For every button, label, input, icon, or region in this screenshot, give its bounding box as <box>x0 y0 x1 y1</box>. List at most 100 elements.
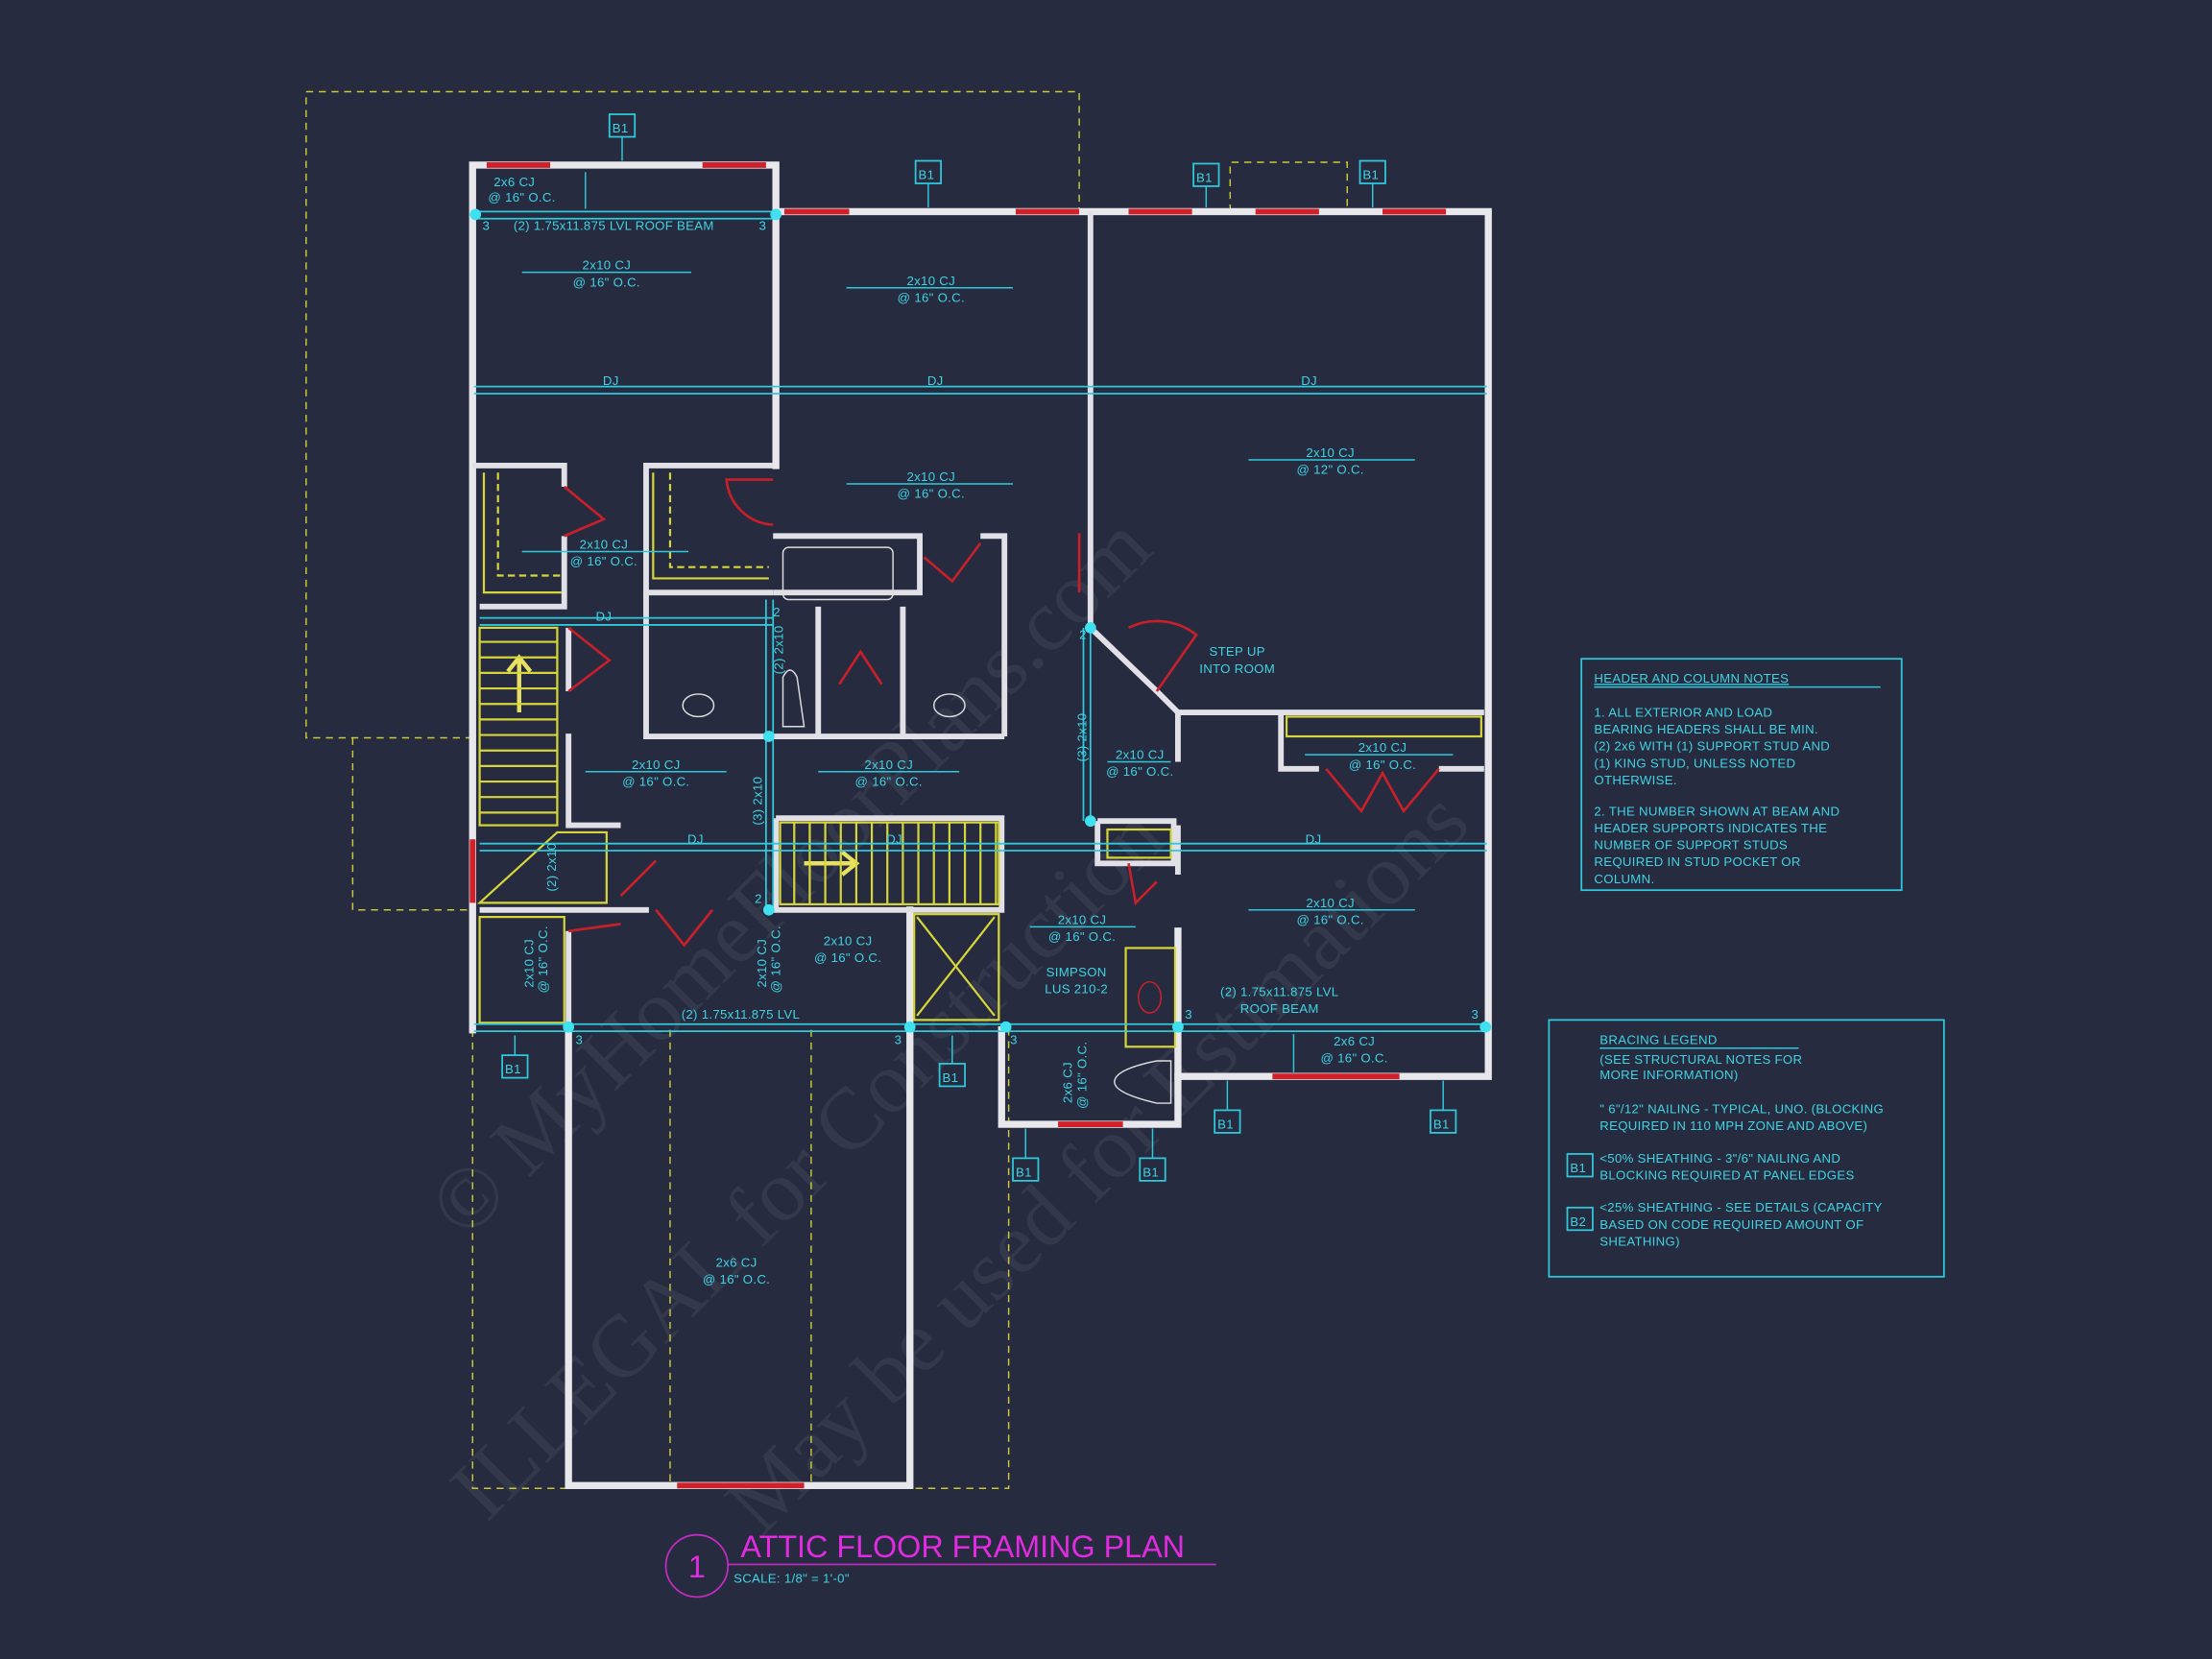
dj-label: DJ <box>596 610 613 624</box>
beam-label: ROOF BEAM <box>1240 1001 1319 1016</box>
note-line: (1) KING STUD, UNLESS NOTED <box>1594 756 1795 770</box>
b1-marker-label: B1 <box>1217 1118 1234 1132</box>
joist-spacing: @ 16" O.C. <box>1048 929 1116 944</box>
joist-label: 2x10 CJ <box>580 538 629 552</box>
b1-marker-label: B1 <box>1196 171 1213 185</box>
joist-spacing: @ 16" O.C. <box>1349 757 1416 772</box>
step-up-note: INTO ROOM <box>1199 661 1275 676</box>
note-line: REQUIRED IN STUD POCKET OR <box>1594 854 1800 869</box>
sink <box>933 693 966 718</box>
joist-span-arrows <box>521 172 1454 1072</box>
legend-line: (SEE STRUCTURAL NOTES FOR <box>1599 1052 1802 1067</box>
toilet <box>1114 1060 1172 1104</box>
detail-number-circle <box>664 1533 730 1599</box>
beam-label: (2) 1.75x11.875 LVL <box>1220 984 1338 998</box>
toilet <box>781 669 805 728</box>
support-count: 3 <box>483 219 491 233</box>
note-line: BEARING HEADERS SHALL BE MIN. <box>1594 722 1818 736</box>
legend-line: MORE INFORMATION) <box>1599 1068 1738 1082</box>
b1-marker: B1 <box>501 1035 529 1079</box>
note-line: HEADER SUPPORTS INDICATES THE <box>1594 821 1827 835</box>
windows <box>469 161 1447 1489</box>
legend-line: " 6"/12" NAILING - TYPICAL, UNO. (BLOCKI… <box>1599 1101 1884 1116</box>
support-count: 2 <box>755 891 762 905</box>
b1-marker-label: B1 <box>1142 1165 1159 1179</box>
note-line: OTHERWISE. <box>1594 773 1676 787</box>
support-count: 3 <box>759 219 767 233</box>
notes-title: HEADER AND COLUMN NOTES <box>1594 671 1789 685</box>
b1-marker: B1 <box>1012 1128 1040 1182</box>
step-up-note: STEP UP <box>1209 644 1264 659</box>
bracing-legend: BRACING LEGEND (SEE STRUCTURAL NOTES FOR… <box>1548 1019 1945 1278</box>
b1-marker-label: B1 <box>1362 168 1379 182</box>
joist-spacing: @ 16" O.C. <box>898 290 965 304</box>
legend-line: BASED ON CODE REQUIRED AMOUNT OF <box>1599 1217 1863 1232</box>
b1-marker-label: B1 <box>1433 1118 1450 1132</box>
joist-label: 2x10 CJ <box>864 757 913 772</box>
joist-spacing: @ 16" O.C. <box>1296 912 1363 926</box>
joist-label: 2x10 CJ <box>521 939 536 988</box>
header-column-notes: HEADER AND COLUMN NOTES 1. ALL EXTERIOR … <box>1580 658 1903 892</box>
joist-label: 2x10 CJ <box>1306 896 1355 910</box>
joist-spacing: @ 16" O.C. <box>573 275 640 289</box>
b1-marker: B1 <box>608 113 637 161</box>
b1-marker: B1 <box>1430 1080 1457 1134</box>
support-count: 2 <box>1079 628 1087 642</box>
joist-label: 2x10 CJ <box>1306 445 1355 460</box>
joist-label: 2x10 CJ <box>632 757 681 772</box>
joist-label: 2x6 CJ <box>1334 1034 1375 1048</box>
b2-legend-symbol <box>1566 1206 1594 1232</box>
legend-line: <25% SHEATHING - SEE DETAILS (CAPACITY <box>1599 1200 1882 1214</box>
b2-legend-label: B2 <box>1570 1214 1586 1229</box>
header-label: (3) 2x10 <box>1074 713 1089 762</box>
joist-label: 2x10 CJ <box>907 274 956 288</box>
note-line: 1. ALL EXTERIOR AND LOAD <box>1594 705 1772 719</box>
hanger-label: SIMPSON <box>1046 965 1107 979</box>
scale-text: SCALE: 1/8" = 1'-0" <box>733 1572 850 1586</box>
legend-line: BLOCKING REQUIRED AT PANEL EDGES <box>1599 1167 1854 1182</box>
b1-marker-label: B1 <box>1016 1165 1032 1179</box>
closet-shelves <box>478 472 1482 1048</box>
interior-walls <box>472 211 1484 1030</box>
joist-spacing: @ 16" O.C. <box>1106 764 1173 779</box>
joist-label: 2x10 CJ <box>1116 748 1165 762</box>
legend-title: BRACING LEGEND <box>1599 1032 1717 1046</box>
b1-marker: B1 <box>914 159 942 207</box>
legend-line: SHEATHING) <box>1599 1234 1679 1248</box>
joist-spacing: @ 16" O.C. <box>703 1272 770 1286</box>
framing-labels: 2x6 CJ @ 16" O.C. 3 (2) 1.75x11.875 LVL … <box>483 175 1479 1286</box>
fixtures <box>682 546 1172 1104</box>
dj-label: DJ <box>1306 832 1322 847</box>
joist-spacing: @ 16" O.C. <box>814 950 881 965</box>
beams <box>469 208 1492 1033</box>
support-count: 3 <box>895 1032 902 1046</box>
joist-label: 2x6 CJ <box>493 175 535 189</box>
detail-number: 1 <box>688 1550 706 1584</box>
joist-spacing: @ 16" O.C. <box>570 554 637 568</box>
b1-marker-label: B1 <box>919 168 935 182</box>
doors <box>563 478 1440 948</box>
b1-marker: B1 <box>1192 162 1220 207</box>
header-label: (3) 2x10 <box>750 777 764 826</box>
b1-legend-symbol <box>1566 1153 1594 1178</box>
joist-spacing: @ 16" O.C. <box>1320 1050 1387 1065</box>
drawing-title: 1 ATTIC FLOOR FRAMING PLAN SCALE: 1/8" =… <box>664 1529 1216 1599</box>
joist-label: 2x10 CJ <box>583 258 632 273</box>
hanger-label: LUS 210-2 <box>1045 981 1108 996</box>
joist-spacing: @ 16" O.C. <box>488 190 555 204</box>
joist-spacing: @ 12" O.C. <box>1296 463 1363 477</box>
joist-label: 2x6 CJ <box>1061 1062 1075 1103</box>
header-label: (2) 2x10 <box>544 843 559 892</box>
joist-label: 2x10 CJ <box>907 469 956 484</box>
support-count: 3 <box>1472 1007 1479 1022</box>
joist-spacing: @ 16" O.C. <box>769 926 783 993</box>
joist-spacing: @ 16" O.C. <box>898 487 965 501</box>
b1-legend-label: B1 <box>1570 1161 1586 1175</box>
dj-label: DJ <box>1301 373 1317 388</box>
support-count: 3 <box>1010 1032 1018 1046</box>
b1-marker: B1 <box>938 1035 966 1088</box>
note-line: COLUMN. <box>1594 872 1654 886</box>
stairs <box>476 626 1000 1022</box>
